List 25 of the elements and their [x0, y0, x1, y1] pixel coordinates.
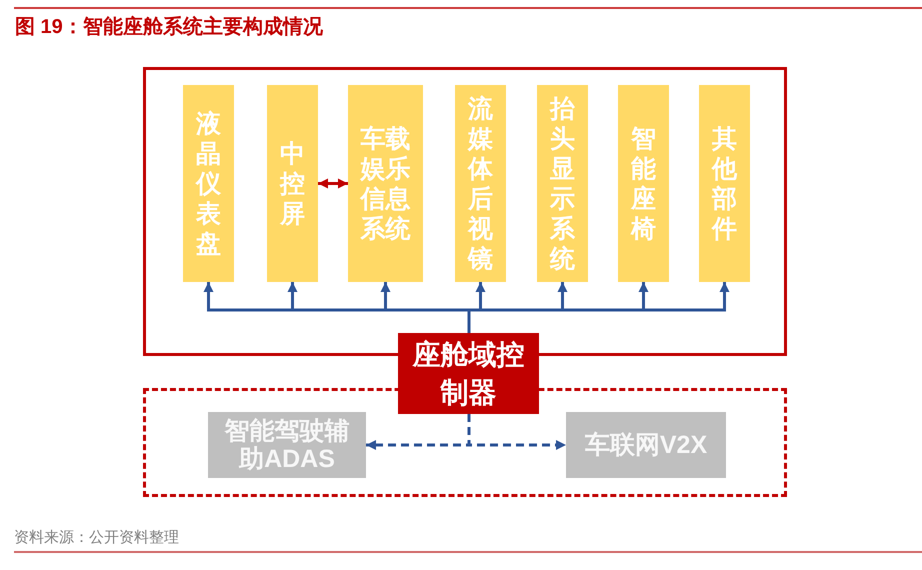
system-label: 车联网V2X [584, 431, 708, 459]
double-arrow [318, 178, 348, 188]
component-label: 液晶仪表盘 [194, 108, 222, 258]
component-box [348, 85, 423, 282]
dashed-arrow [468, 414, 566, 450]
component-label: 流媒体后视镜 [466, 94, 494, 274]
system-label: 智能驾驶辅助ADAS [223, 417, 350, 473]
component-box [267, 85, 318, 282]
figure-title: 图 19：智能座舱系统主要构成情况 [15, 14, 323, 40]
controller-label: 座舱域控制器 [411, 338, 526, 410]
component-label: 中控屏 [278, 138, 306, 228]
component-box [183, 85, 234, 282]
component-label: 抬头显示系统 [548, 94, 576, 274]
system-box [208, 412, 366, 478]
component-label: 其他部件 [710, 124, 738, 244]
controller-box [398, 333, 539, 414]
component-box [537, 85, 588, 282]
component-box [699, 85, 750, 282]
component-label: 智能座椅 [630, 124, 657, 244]
component-box [618, 85, 669, 282]
component-box [455, 85, 506, 282]
source-note: 资料来源：公开资料整理 [14, 528, 179, 548]
component-label: 车载娱乐信息系统 [358, 124, 412, 244]
system-box [566, 412, 726, 478]
arrow [468, 282, 730, 333]
